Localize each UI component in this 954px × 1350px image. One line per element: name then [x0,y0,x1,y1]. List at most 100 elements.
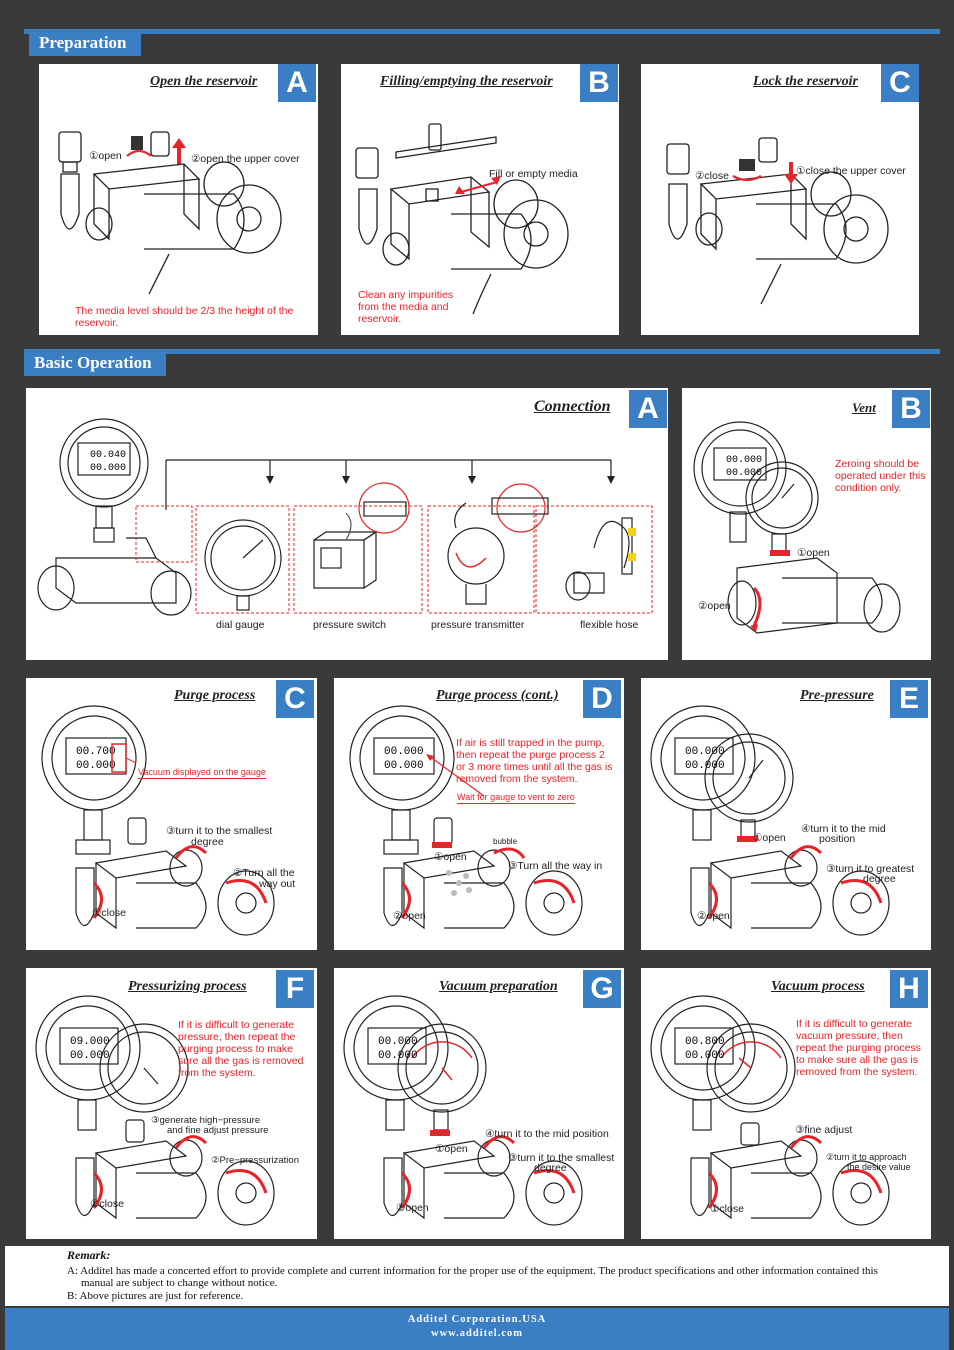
step-2-cont: way out [259,878,296,890]
basic-card-vacuum-process: Vacuum process H 00.800 00.000 If it is … [641,968,931,1239]
step-2: ②open [697,910,730,922]
step-close-cover: ①close the upper cover [796,165,906,177]
purge-cont-readout-bottom: 00.000 [384,760,424,772]
step-1: ①open [434,851,467,863]
card-letter: B [892,390,930,428]
remark-panel: Remark: A: Additel has made a concerted … [5,1246,949,1306]
note-vacuum-difficult: If it is difficult to generate vacuum pr… [796,1018,921,1078]
basic-card-vacuum-prep: Vacuum preparation G 00.000 00.000 ④turn… [334,968,624,1239]
basic-card-pre-pressure: Pre-pressure E 00.000 00.000 ①open ④turn… [641,678,931,950]
card-title: Connection [534,398,611,415]
footer-website: www.additel.com [431,1328,523,1339]
card-title: Pressurizing process [128,979,247,994]
step-3: ③turn it to greatest [826,863,915,875]
pre-pressure-readout-top: 00.000 [685,746,725,758]
remark-a-cont: manual are subject to change without not… [81,1277,278,1289]
basic-card-purge-cont: Purge process (cont.) D 00.000 00.000 If… [334,678,624,950]
vacuum-prep-readout-bottom: 00.000 [378,1050,418,1062]
card-letter: B [580,64,618,102]
step-open-cover: ②open the upper cover [191,153,300,165]
pump-illustration [355,123,569,315]
vacuum-prep-illustration: 00.000 00.000 [343,995,583,1226]
item-dial-gauge: dial gauge [216,619,265,631]
card-letter: A [278,64,316,102]
label-bubble: bubble [493,837,518,846]
step-open: ①open [89,150,122,162]
step-1: ①open [435,1143,468,1155]
label-fill-empty: Fill or empty media [489,168,578,180]
callout-vacuum-displayed: Vacuum displayed on the gauge [138,767,266,779]
step-3: ③Turn all the way in [508,860,603,872]
item-pressure-transmitter: pressure transmitter [431,619,525,631]
card-title: Open the reservoir [150,74,258,89]
prep-card-open-reservoir: Open the reservoir A ①open ②open the upp… [39,64,318,335]
step-1: ①open [753,832,786,844]
item-flexible-hose: flexible hose [580,619,639,631]
basic-card-pressurizing: Pressurizing process F 09.000 00.000 If … [26,968,317,1239]
card-letter: C [276,680,314,718]
pre-pressure-illustration: 00.000 00.000 [650,705,890,936]
purge-illustration: 00.700 00.000 [41,705,275,936]
card-title: Lock the reservoir [753,74,858,89]
card-letter: A [629,390,667,428]
remark-title: Remark: [67,1248,111,1262]
prep-card-filling: Filling/emptying the reservoir B Fill or… [341,64,619,335]
step-2: ②open [393,910,426,922]
basic-card-purge: Purge process C 00.700 00.000 Vacuum dis… [26,678,317,950]
step-3: ③turn it to the smallest [508,1152,615,1164]
step-3: ③generate high−pressure [151,1115,261,1126]
item-pressure-switch: pressure switch [313,619,386,631]
footer-company: Additel Corporation.USA [407,1314,547,1325]
step-2: ②open [396,1202,429,1214]
remark-b: B: Above pictures are just for reference… [67,1290,244,1302]
card-title: Purge process (cont.) [436,688,559,703]
card-letter: C [881,64,919,102]
basic-card-connection: Connection A 00.040 00.000 [26,388,668,660]
pressurizing-illustration: 09.000 00.000 [35,995,275,1226]
vacuum-readout-top: 00.800 [685,1036,725,1048]
note-air-trapped: If air is still trapped in the pump, the… [456,737,613,785]
step-3: ③fine adjust [795,1124,853,1136]
step-2: ②Pre−pressurization [211,1155,299,1166]
vacuum-prep-readout-top: 00.000 [378,1036,418,1048]
step-3-cont: degree [534,1162,567,1174]
step-1: ①close [90,1198,124,1210]
step-open-1: ①open [797,547,830,559]
prep-card-lock: Lock the reservoir C ①close the upper co… [641,64,919,335]
section-title-preparation: Preparation [29,31,141,56]
card-letter: F [276,970,314,1008]
note-zeroing: Zeroing should be operated under this co… [835,458,926,494]
card-letter: E [890,680,928,718]
section-rule-basic-operation [24,349,940,354]
conn-readout-top: 00.040 [90,450,126,461]
step-2-cont: the desire value [847,1162,911,1172]
pump-illustration [58,131,282,295]
conn-readout-bottom: 00.000 [90,463,126,474]
step-close: ②close [695,170,729,182]
purge-cont-readout-top: 00.000 [384,746,424,758]
step-4: ④turn it to the mid [801,823,886,835]
step-3: ③turn it to the smallest [166,825,273,837]
step-4-cont: position [819,833,856,845]
vent-illustration: 00.000 00.000 [693,421,901,634]
step-3-cont: degree [863,873,896,885]
section-rule-preparation [24,29,940,34]
step-2: ②turn it to approach [826,1152,907,1162]
pre-pressure-readout-bottom: 00.000 [685,760,725,772]
card-letter: G [583,970,621,1008]
card-title: Vent [852,400,876,415]
section-title-basic-operation: Basic Operation [24,351,166,376]
vacuum-readout-bottom: 00.000 [685,1050,725,1062]
step-3-cont: and fine adjust pressure [167,1125,269,1136]
note-clean-impurities: Clean any impurities from the media and … [358,289,454,325]
card-title: Vacuum process [771,979,865,994]
note-media-level: The media level should be 2/3 the height… [75,305,294,329]
footer: Additel Corporation.USA www.additel.com [5,1308,949,1350]
step-4: ④turn it to the mid position [485,1128,609,1140]
step-3-cont: degree [191,836,224,848]
step-1: ①close [92,907,126,919]
pressurizing-readout-bottom: 00.000 [70,1050,110,1062]
remark-a: A: Additel has made a concerted effort t… [67,1265,878,1277]
card-letter: D [583,680,621,718]
vacuum-process-illustration: 00.800 00.000 [650,995,890,1226]
